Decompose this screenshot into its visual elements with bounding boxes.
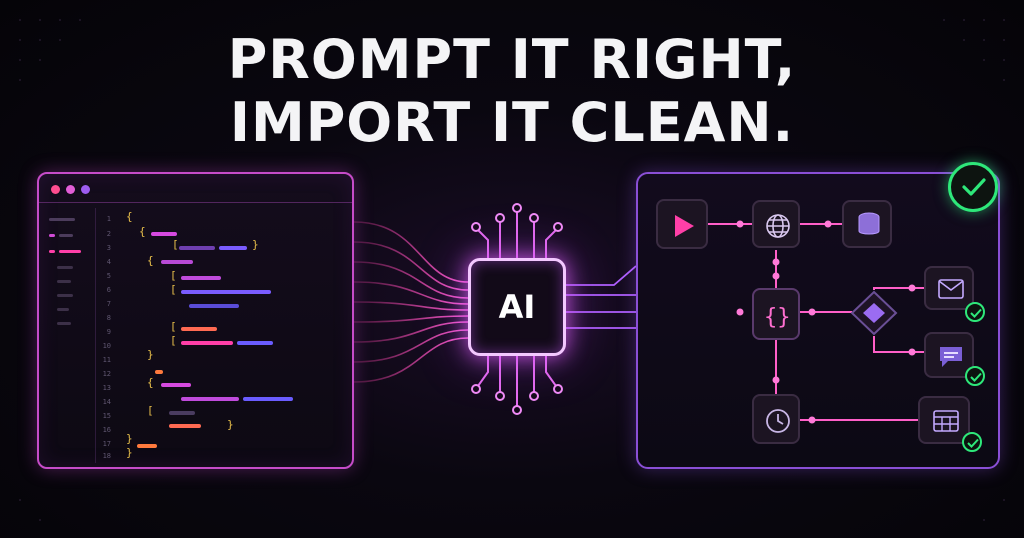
code-token [181, 341, 233, 345]
database-icon [858, 212, 880, 235]
clock-node [752, 394, 800, 444]
line-number: 16 [102, 426, 111, 434]
code-brace: [ [170, 320, 177, 333]
line-number: 7 [106, 300, 111, 308]
play-node [656, 199, 708, 249]
line-number: 1 [106, 215, 111, 223]
sidebar-file-line [49, 218, 75, 221]
code-brace: [ [170, 283, 177, 296]
sidebar-file-line [59, 234, 73, 237]
line-number: 5 [106, 272, 111, 280]
code-token [155, 370, 163, 374]
line-number: 6 [106, 286, 111, 294]
line-number: 13 [102, 384, 111, 392]
window-dot-purple [81, 185, 90, 194]
code-node: {} [752, 288, 800, 340]
line-number: 18 [102, 452, 111, 460]
code-brace: { [139, 225, 146, 238]
line-number: 3 [106, 244, 111, 252]
line-number: 14 [102, 398, 111, 406]
titlebar-divider [39, 202, 352, 203]
sidebar-file-line [49, 250, 55, 253]
check-icon [970, 372, 982, 382]
table-icon [933, 410, 959, 432]
code-brace: } [126, 446, 133, 459]
code-token [181, 397, 239, 401]
line-number: 8 [106, 314, 111, 322]
sidebar-file-line [59, 250, 81, 253]
line-number: 12 [102, 370, 111, 378]
ai-chip: AI [468, 258, 566, 356]
ai-chip-label: AI [498, 288, 536, 326]
headline-line-1: PROMPT IT RIGHT, [227, 28, 797, 91]
code-token [181, 290, 271, 294]
code-brace: } [147, 348, 154, 361]
sidebar-divider [95, 208, 96, 463]
svg-text:{}: {} [764, 305, 791, 330]
code-brace: [ [170, 334, 177, 347]
mail-icon [938, 279, 964, 299]
code-brace: { [126, 210, 133, 223]
mail-node [924, 266, 974, 310]
sidebar-file-line [57, 294, 73, 297]
line-number: 15 [102, 412, 111, 420]
code-token [169, 411, 195, 415]
sidebar-file-line [49, 234, 55, 237]
globe-icon [766, 214, 790, 238]
headline-line-2: IMPORT IT CLEAN. [229, 91, 795, 154]
sidebar-file-line [57, 322, 71, 325]
code-brace: [ [170, 269, 177, 282]
code-token [137, 444, 157, 448]
database-node [842, 200, 892, 248]
code-brace: [ [147, 404, 154, 417]
mail-check-badge [965, 302, 985, 322]
check-icon [967, 438, 979, 448]
chat-check-badge [965, 366, 985, 386]
sidebar-file-line [57, 308, 69, 311]
code-token [151, 232, 177, 236]
window-dot-pink [66, 185, 75, 194]
code-brace: { [147, 254, 154, 267]
code-token [181, 327, 217, 331]
window-dot-red [51, 185, 60, 194]
code-token [169, 424, 201, 428]
code-brace: } [252, 238, 259, 251]
code-brace: } [227, 418, 234, 431]
clock-icon [766, 409, 790, 433]
code-token [179, 246, 215, 250]
code-braces-icon: {} [764, 305, 791, 330]
code-token [189, 304, 239, 308]
sidebar-file-line [57, 266, 73, 269]
success-check-badge [948, 162, 998, 212]
code-brace: } [126, 432, 133, 445]
code-token [237, 341, 273, 345]
code-token [243, 397, 293, 401]
code-token [161, 383, 191, 387]
line-number: 4 [106, 258, 111, 266]
code-token [219, 246, 247, 250]
sidebar-file-line [57, 280, 71, 283]
table-node [918, 396, 970, 444]
check-icon [962, 178, 986, 196]
code-token [161, 260, 193, 264]
line-number: 10 [102, 342, 111, 350]
line-number: 17 [102, 440, 111, 448]
globe-node [752, 200, 800, 248]
code-brace: { [147, 376, 154, 389]
chat-icon [940, 347, 962, 367]
line-number: 11 [102, 356, 111, 364]
check-icon [970, 308, 982, 318]
code-brace: [ [172, 238, 179, 251]
code-token [181, 276, 221, 280]
table-check-badge [962, 432, 982, 452]
line-number: 2 [106, 230, 111, 238]
play-icon [675, 215, 694, 237]
decision-diamond-icon [850, 290, 898, 336]
line-number: 9 [106, 328, 111, 336]
code-editor-window: 1 2 3 4 5 6 7 8 9 10 11 12 13 14 15 16 1… [37, 172, 354, 469]
